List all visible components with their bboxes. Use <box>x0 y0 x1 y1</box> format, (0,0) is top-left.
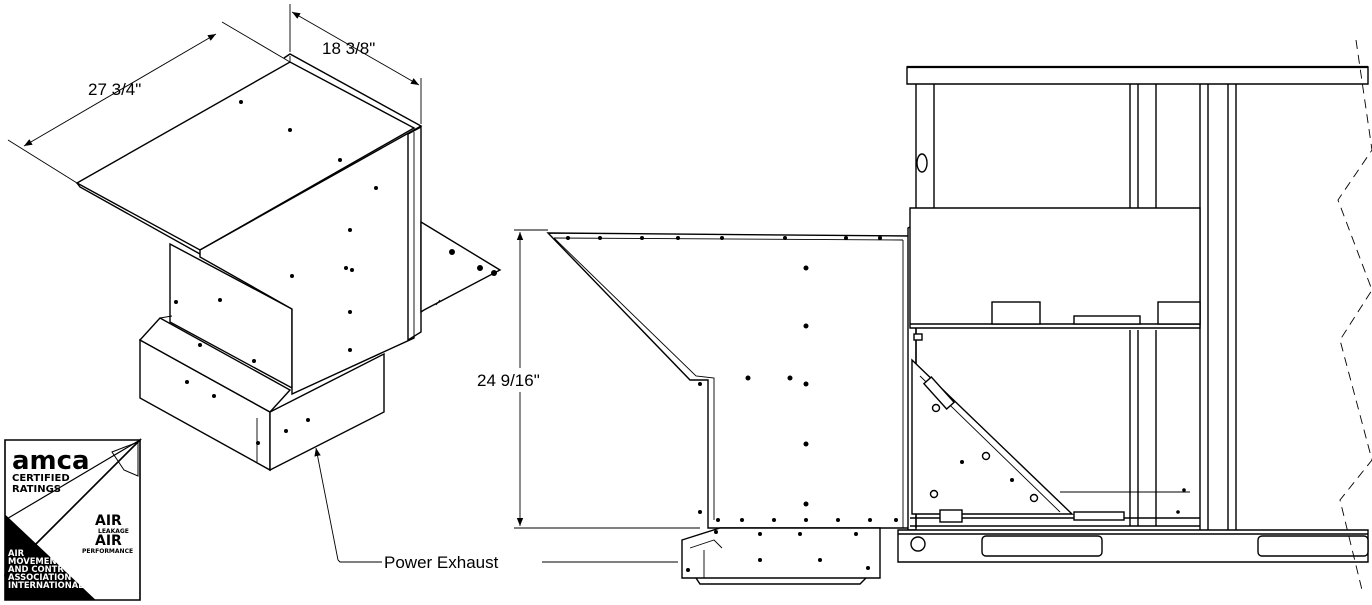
amca-assoc-line4: ASSOCIATION <box>8 572 71 582</box>
amca-certified-text: CERTIFIED <box>12 473 70 484</box>
isometric-view: 27 3/4" 18 3/8" <box>7 4 502 472</box>
isometric-fasteners <box>174 100 378 445</box>
filter-rack <box>909 207 1201 329</box>
side-view-hood: 24 9/16" <box>470 222 917 585</box>
power-exhaust-label: Power Exhaust <box>384 553 499 572</box>
dimension-height: 24 9/16" <box>470 229 700 529</box>
amca-certification-seal: amca CERTIFIED RATINGS AIR LEAKAGE AIR P… <box>4 438 142 601</box>
rtu-unit-section <box>897 39 1372 591</box>
hood-top-panel <box>75 61 416 251</box>
dimension-depth-label: 18 3/8" <box>322 39 375 58</box>
damper-assembly <box>911 358 1074 515</box>
amca-assoc-line5: INTERNATIONAL INC. <box>8 580 106 590</box>
dimension-width: 27 3/4" <box>7 21 291 184</box>
amca-performance-text: PERFORMANCE <box>82 548 133 555</box>
amca-ratings-text: RATINGS <box>12 484 61 495</box>
exhaust-base <box>681 527 881 579</box>
hood-fasteners <box>566 236 898 522</box>
dimension-depth: 18 3/8" <box>289 4 422 124</box>
hood-side-profile <box>546 232 911 529</box>
amca-brand-text: amca <box>12 446 90 476</box>
dimension-width-label: 27 3/4" <box>88 80 141 99</box>
amca-assoc-line3: AND CONTROL <box>8 564 77 574</box>
unit-roof <box>906 66 1369 85</box>
amca-assoc-line1: AIR <box>8 548 25 558</box>
amca-assoc-line2: MOVEMENT <box>8 556 62 566</box>
mounting-bracket <box>420 220 502 314</box>
amca-air-leakage-air: AIR <box>95 513 122 529</box>
break-line <box>1337 39 1372 591</box>
amca-leakage-text: LEAKAGE <box>98 528 129 535</box>
power-exhaust-callout: Power Exhaust <box>314 447 678 572</box>
dimension-height-label: 24 9/16" <box>477 371 540 390</box>
amca-air-performance-air: AIR <box>95 533 122 549</box>
